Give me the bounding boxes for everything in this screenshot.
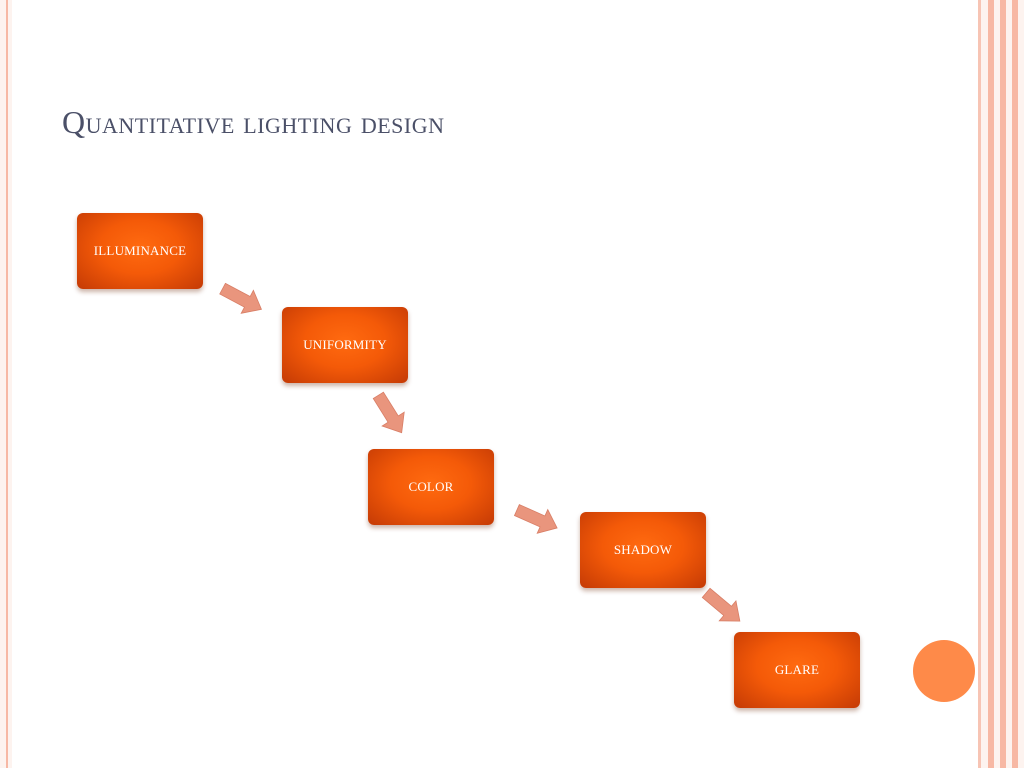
border-stripe [988,0,994,768]
left-border-line [6,0,8,768]
step-shadow: SHADOW [580,512,706,588]
border-stripe [1012,0,1018,768]
right-border-stripes [978,0,1024,768]
step-uniformity: UNIFORMITY [282,307,408,383]
border-stripe [1000,0,1006,768]
slide-title: Quantitative lighting design [62,104,445,140]
flow-arrow-4 [701,587,741,622]
step-illuminance: ILLUMINANCE [77,213,203,289]
accent-circle [913,640,975,702]
flow-arrow-1 [219,282,262,314]
flow-arrow-2 [372,391,405,434]
border-stripe [978,0,981,768]
step-color: COLOR [368,449,494,525]
step-glare: GLARE [734,632,860,708]
flow-arrow-3 [513,504,558,534]
